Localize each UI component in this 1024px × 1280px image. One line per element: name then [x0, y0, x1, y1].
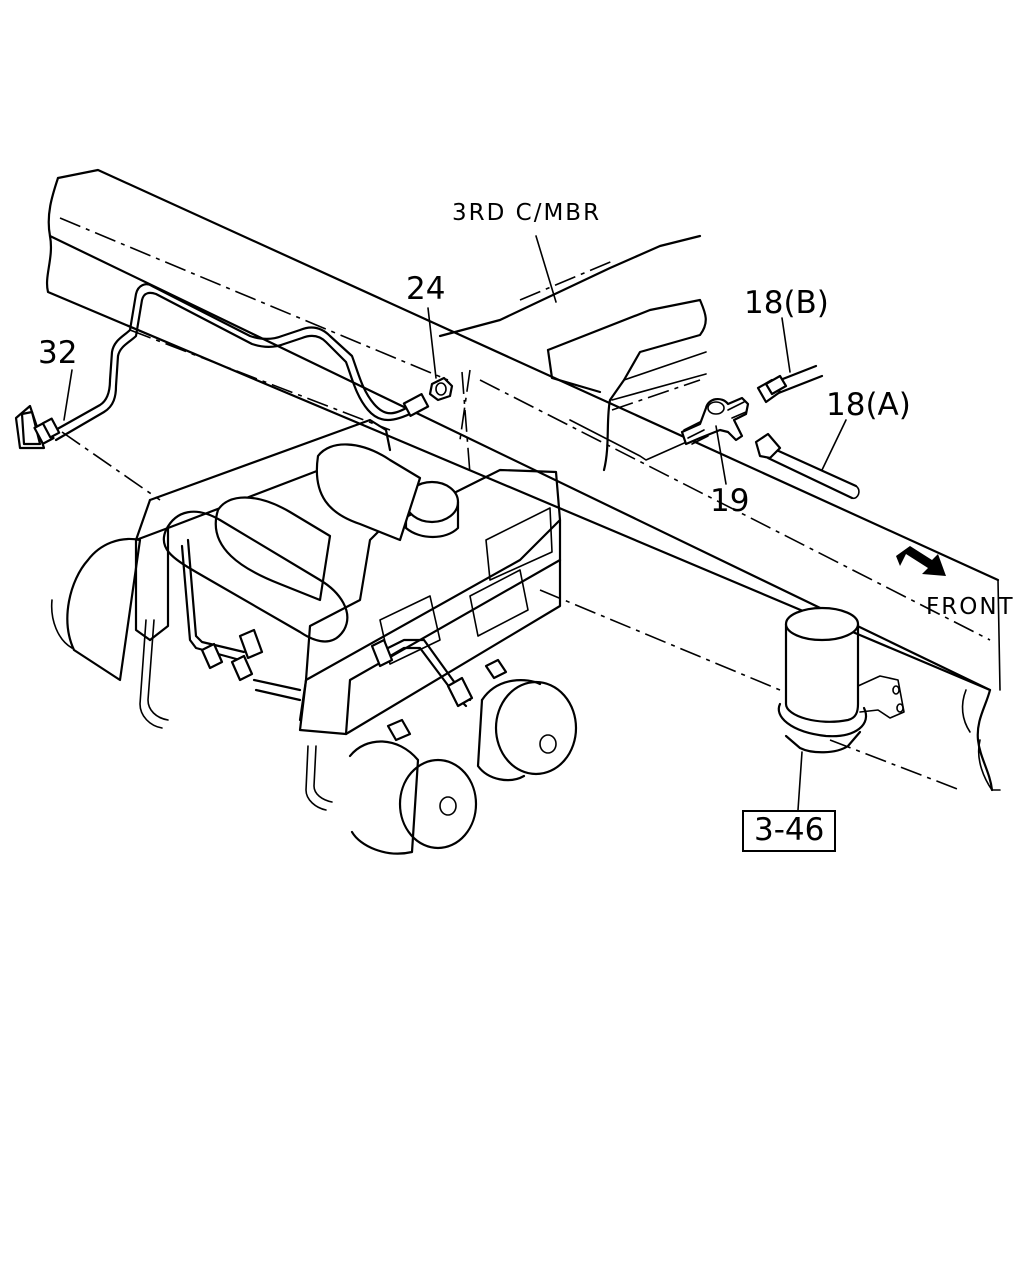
part-19-label: 19 [710, 483, 750, 519]
front-label: FRONT [926, 594, 1015, 620]
part-24-label: 24 [406, 271, 446, 307]
leader-lines [63, 235, 847, 811]
cross-member [438, 234, 707, 472]
part-18b-label: 18(B) [744, 285, 829, 321]
pipe-18b [756, 364, 824, 404]
pipe-32 [14, 283, 430, 450]
front-arrow-icon [896, 546, 946, 576]
cross-member-label: 3RD C/MBR [452, 200, 602, 226]
part-18a-label: 18(A) [826, 387, 911, 423]
air-dryer [777, 606, 905, 754]
frame-rail [46, 168, 1001, 792]
part-32-label: 32 [38, 335, 78, 371]
centerlines [59, 217, 991, 791]
tee-fitting-19 [680, 396, 750, 446]
valve-assembly [134, 418, 562, 811]
pipe-18a [754, 432, 860, 500]
air-tanks [50, 537, 578, 855]
nut-24 [428, 376, 454, 402]
ref-3-46-box: 3-46 [742, 810, 837, 852]
